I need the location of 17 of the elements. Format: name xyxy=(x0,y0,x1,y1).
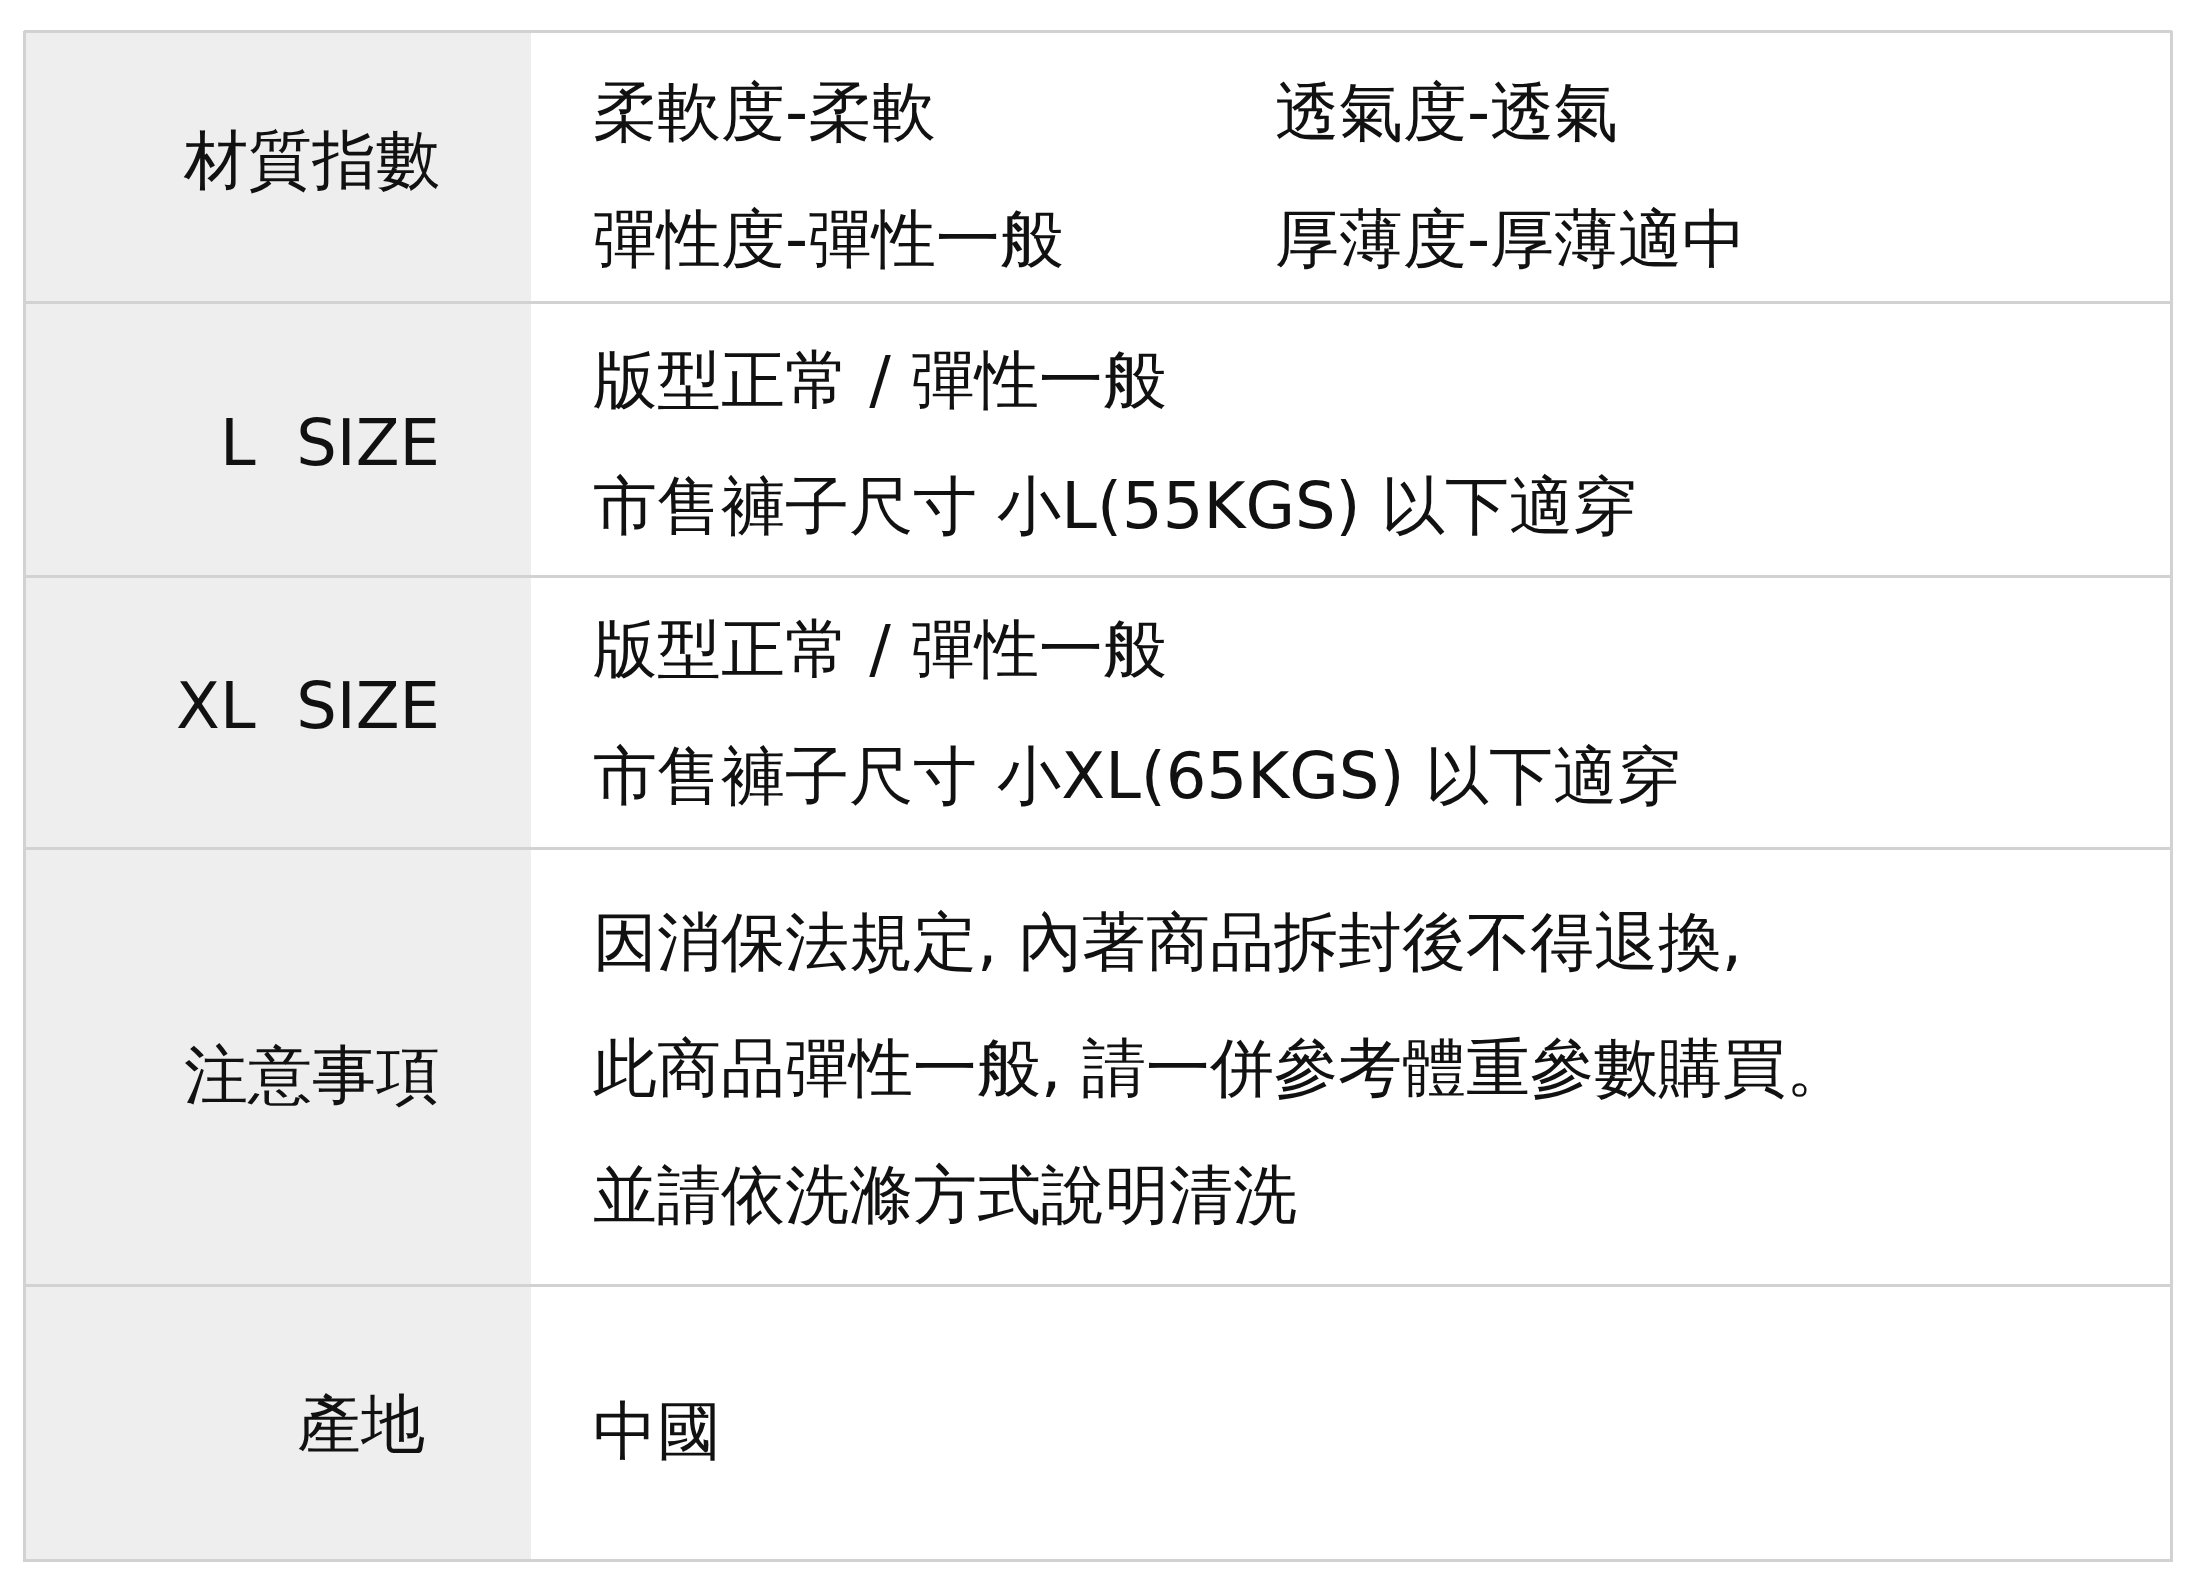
cell-text: 並請依洗滌方式說明清洗 xyxy=(593,1163,1297,1227)
cell-text: 此商品彈性一般, 請一併參考體重參數購買。 xyxy=(593,1036,1850,1100)
header-cell: 產地 xyxy=(26,1287,531,1559)
cell-text: 市售褲子尺寸 小XL(65KGS) 以下適穿 xyxy=(593,744,1681,808)
cell-text: 透氣度-透氣 xyxy=(1275,80,1619,144)
cell-text: 版型正常 / 彈性一般 xyxy=(593,617,1168,681)
cell-text: 版型正常 / 彈性一般 xyxy=(593,348,1168,412)
cell-text: 彈性度-彈性一般 xyxy=(593,207,1065,271)
header-cell: 材質指數 xyxy=(26,33,531,301)
cell-text: 中國 xyxy=(593,1399,721,1463)
header-cell: XL SIZE xyxy=(26,578,531,847)
cell-text: 因消保法規定, 內著商品拆封後不得退換, xyxy=(593,910,1743,974)
header-cell: L SIZE xyxy=(26,304,531,575)
cell-text: 厚薄度-厚薄適中 xyxy=(1275,207,1747,271)
cell-text: 市售褲子尺寸 小L(55KGS) 以下適穿 xyxy=(593,474,1637,538)
cell-text: 柔軟度-柔軟 xyxy=(593,80,937,144)
header-cell: 注意事項 xyxy=(26,850,531,1284)
